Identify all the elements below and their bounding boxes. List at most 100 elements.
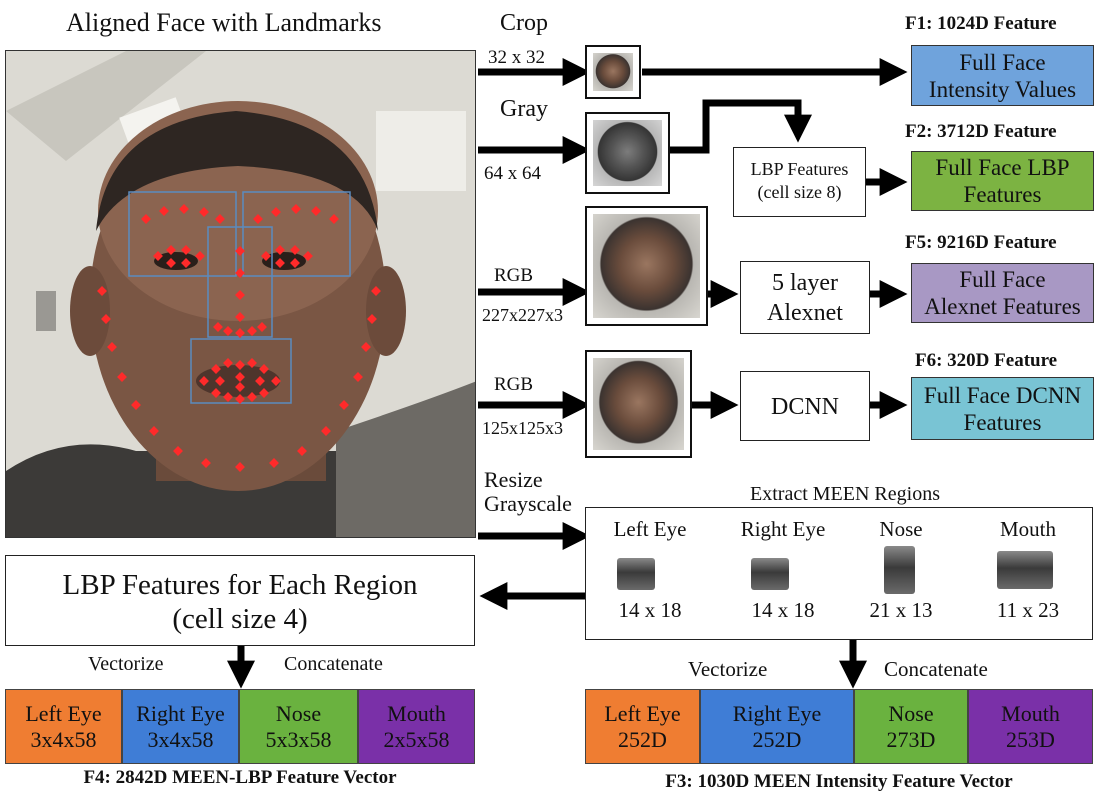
landmark-dot [201, 458, 211, 468]
landmark-dot [181, 258, 191, 268]
thumb-crop-32 [585, 45, 641, 99]
f6-header: F6: 320D Feature [915, 350, 1058, 371]
lbp-region-line2: (cell size 4) [172, 603, 308, 635]
landmark-dot [199, 207, 209, 217]
f5-header: F5: 9216D Feature [905, 232, 1057, 253]
landmark-dot [179, 204, 189, 214]
thumb-rgb-227 [585, 206, 708, 326]
landmark-dot [235, 290, 245, 300]
crop-size: 32 x 32 [488, 47, 545, 68]
meen-region-mouth-size: 11 x 23 [996, 598, 1060, 622]
lbp-region-line1: LBP Features for Each Region [62, 569, 418, 601]
lbp-features-line1: LBP Features [750, 159, 849, 179]
thumb-gray-64 [585, 112, 670, 194]
thumb-rgb-125 [585, 350, 692, 458]
dcnn-label: DCNN [770, 394, 839, 420]
meen-region-right-eye-image [751, 558, 789, 590]
f3-mouth-name: Mouth [1001, 700, 1060, 726]
landmark-dot [311, 206, 321, 216]
gray-title: Gray [500, 96, 548, 122]
landmark-dot [247, 326, 257, 336]
f2-header: F2: 3712D Feature [905, 121, 1057, 142]
meen-region-mouth-name: Mouth [999, 517, 1056, 541]
landmark-dot [215, 214, 225, 224]
thumb-rgb-125-image [593, 358, 684, 450]
landmark-dot [247, 392, 257, 402]
f5-line2: Alexnet Features [924, 294, 1081, 319]
landmark-dot [291, 204, 301, 214]
aligned-face-photo [5, 50, 476, 538]
dcnn-box: DCNN [740, 371, 870, 441]
rgb125-size: 125x125x3 [482, 418, 563, 438]
landmark-dot [271, 207, 281, 217]
landmark-dot [247, 358, 257, 368]
f3-caption: F3: 1030D MEEN Intensity Feature Vector [665, 771, 1013, 792]
thumb-gray-64-image [593, 120, 662, 186]
landmark-dot [235, 462, 245, 472]
f4-nose-name: Nose [275, 700, 322, 726]
alexnet-line2: Alexnet [767, 300, 843, 326]
landmark-dot [153, 251, 163, 261]
f4-right-eye-dim: 3x4x58 [147, 726, 214, 752]
landmark-dot [361, 342, 371, 352]
meen-regions-box [585, 507, 1093, 640]
f3-nose-name: Nose [888, 700, 934, 726]
lbp-features-line2: (cell size 8) [757, 182, 842, 202]
landmark-dot [211, 388, 221, 398]
f3-left-eye-name: Left Eye [604, 700, 681, 726]
landmark-dot [235, 328, 245, 338]
landmark-dot [339, 400, 349, 410]
f4-caption: F4: 2842D MEEN-LBP Feature Vector [83, 767, 397, 788]
meen-region-nose-name: Nose [879, 517, 923, 541]
meen-region-mouth-image [997, 551, 1053, 589]
landmark-dot [235, 372, 245, 382]
thumb-crop-32-image [593, 53, 633, 91]
alexnet-line1: 5 layer [772, 270, 838, 296]
f6-line1: Full Face DCNN [923, 382, 1082, 408]
f3-right-eye-name: Right Eye [732, 700, 822, 726]
f3-nose-dim: 273D [886, 726, 936, 752]
f3-left-eye-dim: 252D [618, 726, 667, 752]
landmark-dot [159, 206, 169, 216]
landmark-dot [149, 426, 159, 436]
landmark-dot [353, 372, 363, 382]
thumb-rgb-227-image [593, 214, 700, 318]
landmark-dot [181, 245, 191, 255]
meen-region-right-eye-size: 14 x 18 [751, 598, 815, 622]
f4-left-eye-name: Left Eye [25, 700, 102, 726]
f4-mouth-name: Mouth [387, 700, 446, 726]
f4-nose-dim: 5x3x58 [265, 726, 332, 752]
f1-header: F1: 1024D Feature [905, 13, 1057, 34]
f6-line2: Features [963, 409, 1042, 435]
resize-label: Resize Grayscale [484, 468, 572, 516]
left-concatenate-label: Concatenate [284, 653, 383, 675]
landmark-dot [213, 322, 223, 332]
landmark-dot [271, 376, 281, 386]
lbp-features-box: LBP Features (cell size 8) [733, 147, 866, 217]
landmark-dot [166, 245, 176, 255]
landmark-dot [321, 426, 331, 436]
f3-right-eye-dim: 252D [752, 726, 802, 752]
right-concatenate-label: Concatenate [884, 657, 988, 681]
landmark-dot [235, 360, 245, 370]
landmark-dot [141, 214, 151, 224]
alexnet-box: 5 layer Alexnet [740, 261, 870, 334]
landmark-dot [269, 458, 279, 468]
landmark-dot [199, 376, 209, 386]
landmark-dot [275, 245, 285, 255]
landmark-dot [215, 376, 225, 386]
landmark-dot [211, 364, 221, 374]
rgb227-title: RGB [494, 265, 534, 286]
f1-line2: Intensity Values [928, 76, 1077, 102]
right-vectorize-label: Vectorize [688, 657, 768, 681]
landmark-dot [173, 446, 183, 456]
f5-line1: Full Face [959, 267, 1046, 292]
resize-label-line2: Grayscale [484, 491, 572, 516]
